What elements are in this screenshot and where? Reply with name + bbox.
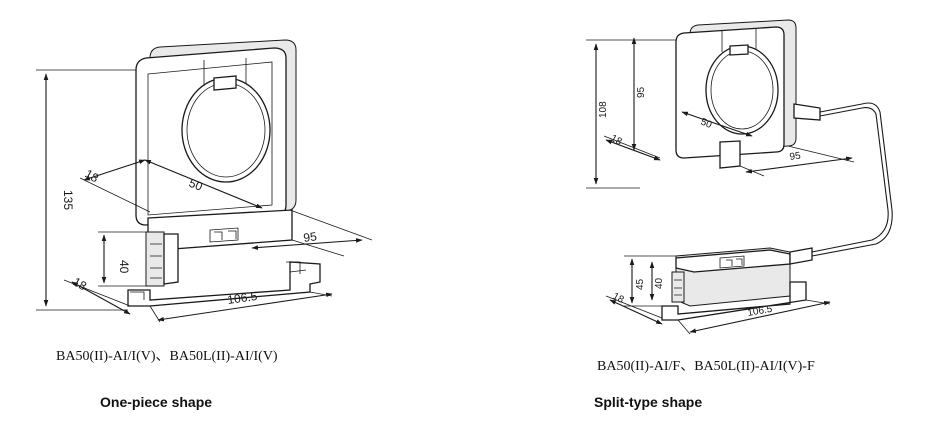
dim-length-106-5: 106.5 — [747, 304, 774, 319]
right-model-label: BA50(II)-AI/F、BA50L(II)-AI/I(V)-F — [597, 359, 815, 374]
dim-depth-95: 95 — [302, 229, 317, 245]
dim-height-135: 135 — [61, 190, 75, 210]
dim-inner-height-95: 95 — [636, 86, 647, 98]
right-caption: Split-type shape — [594, 394, 703, 410]
dim-terminal-height-40: 40 — [654, 277, 665, 289]
dim-depth-95: 95 — [789, 150, 802, 163]
dim-length-106-5: 106.5 — [226, 289, 258, 307]
dim-height-108: 108 — [598, 101, 609, 118]
dim-base-depth-18: 18 — [83, 166, 102, 185]
dim-foot-18: 18 — [71, 274, 90, 293]
left-model-label: BA50(II)-AI/I(V)、BA50L(II)-AI/I(V) — [56, 349, 278, 364]
left-caption: One-piece shape — [100, 394, 213, 410]
dim-terminal-height-40: 40 — [117, 260, 131, 274]
dim-aperture-50: 50 — [187, 176, 205, 194]
split-type-sensor-drawing: 108 95 18 50 95 45 40 18 106.5 — [586, 19, 893, 335]
dim-foot-18: 18 — [611, 291, 626, 306]
dim-aperture-50: 50 — [699, 117, 714, 132]
dim-depth-small-18: 18 — [609, 133, 624, 148]
one-piece-sensor-drawing: 135 18 50 95 40 18 106.5 — [36, 39, 373, 323]
dim-unit-height-45: 45 — [635, 278, 646, 290]
